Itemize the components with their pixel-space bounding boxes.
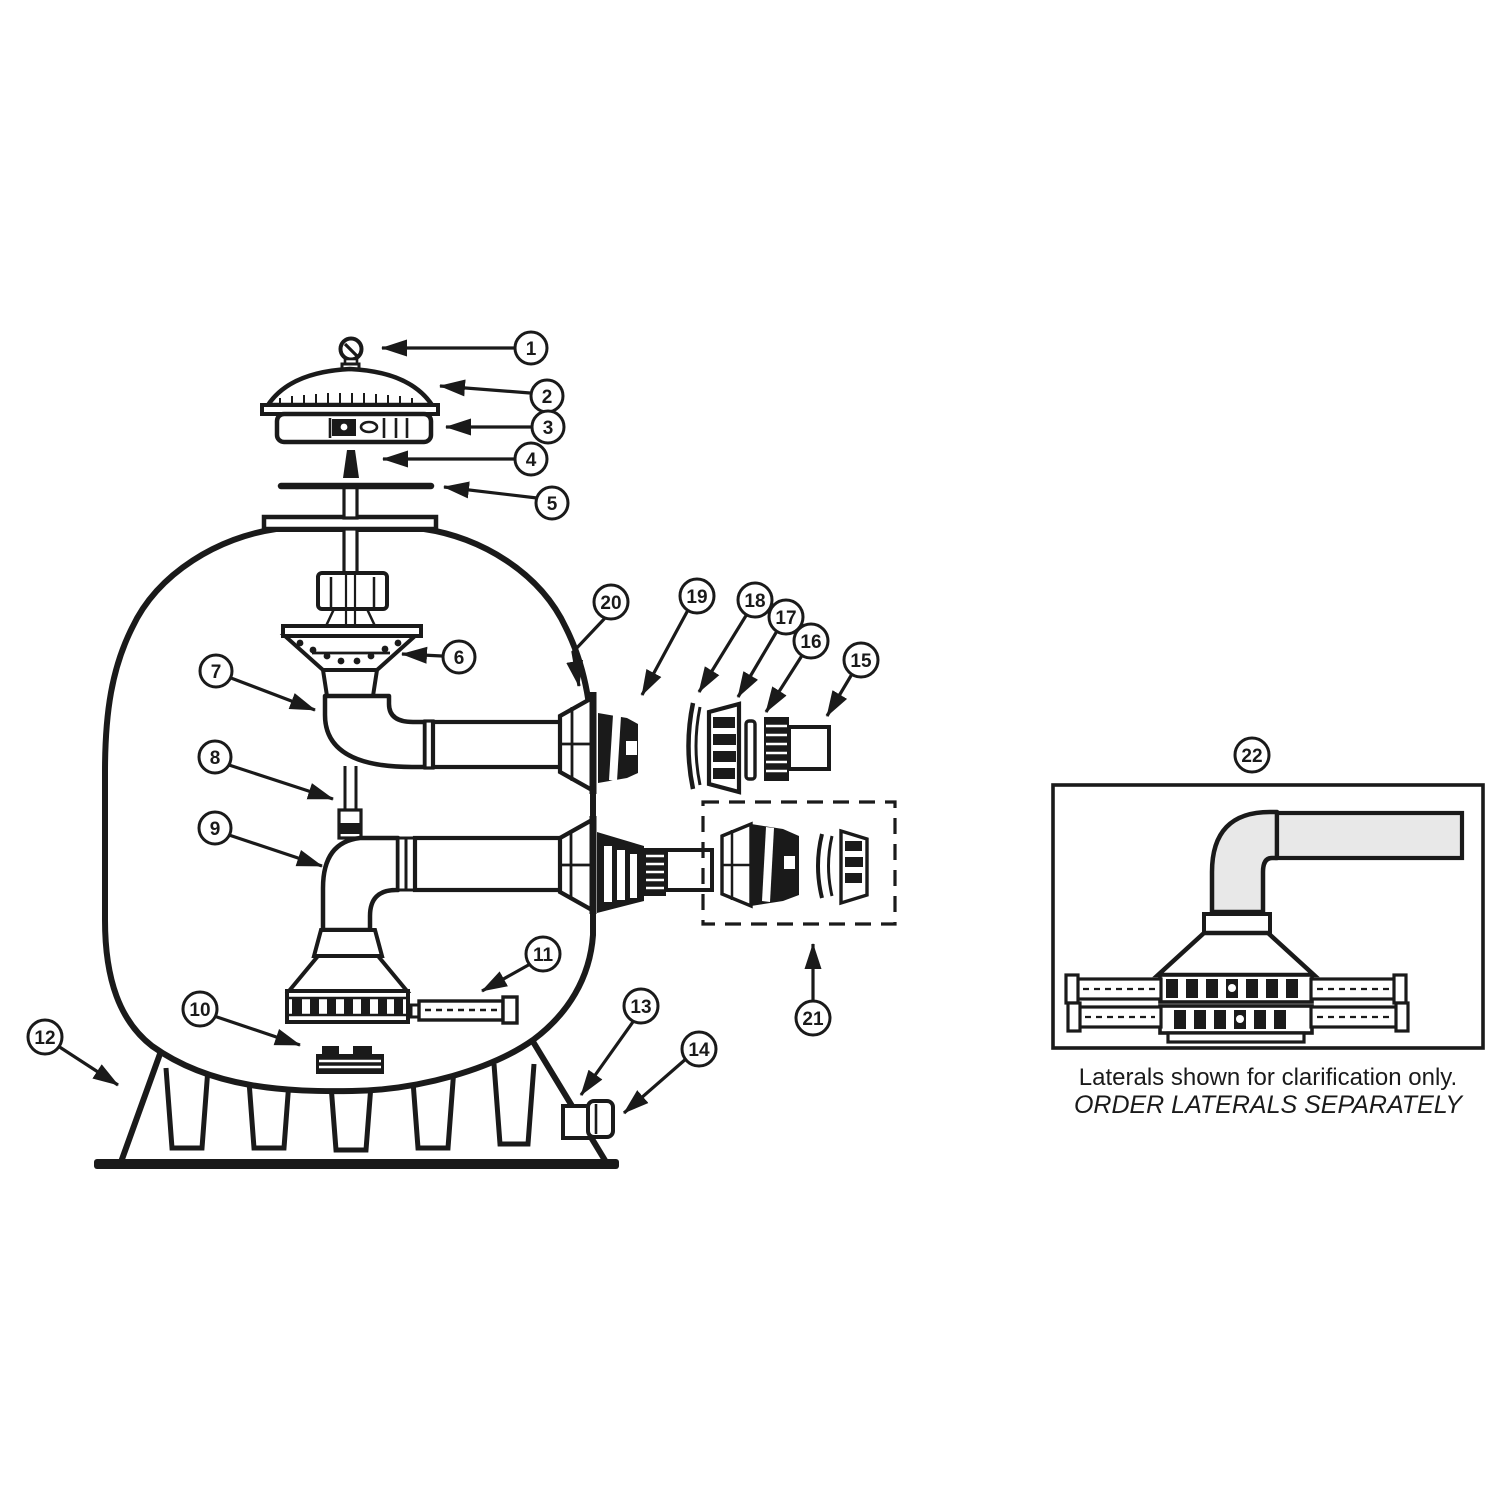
inset-note-line2: ORDER LATERALS SEPARATELY xyxy=(1074,1091,1464,1119)
svg-text:16: 16 xyxy=(800,632,821,653)
base-plate xyxy=(94,1159,619,1169)
arrow-5 xyxy=(443,481,538,500)
hub-adapter xyxy=(316,1046,384,1074)
arrow-12 xyxy=(57,1044,119,1087)
arrow-11 xyxy=(481,961,533,993)
upper-bulkhead xyxy=(557,692,638,794)
arrow-17 xyxy=(736,630,779,698)
coupling-band xyxy=(339,823,361,834)
inset-hub-slots-2 xyxy=(1174,1010,1286,1029)
lateral-inset: Laterals shown for clarification only. O… xyxy=(1051,783,1485,1119)
lateral xyxy=(409,995,519,1025)
union-parts xyxy=(686,701,831,795)
callout-20: 20 xyxy=(592,583,630,621)
svg-text:10: 10 xyxy=(189,1000,210,1021)
callout-17: 17 xyxy=(767,598,805,636)
callout-arrows xyxy=(57,339,854,1115)
svg-text:14: 14 xyxy=(688,1040,710,1061)
inset-laterals xyxy=(1064,973,1410,1033)
svg-text:8: 8 xyxy=(210,748,221,769)
pipe-stub xyxy=(664,848,714,892)
svg-text:2: 2 xyxy=(542,387,553,408)
inset-pipe xyxy=(1274,810,1465,861)
svg-text:13: 13 xyxy=(630,997,651,1018)
svg-text:3: 3 xyxy=(543,418,554,439)
lower-elbow-pipe xyxy=(320,835,565,933)
bulkhead-kit-box xyxy=(701,800,897,926)
svg-text:11: 11 xyxy=(533,945,554,966)
lower-bulkhead xyxy=(557,816,714,914)
diffuser xyxy=(279,571,423,698)
lower-funnel-hub xyxy=(284,928,412,1024)
callout-5: 5 xyxy=(534,485,570,521)
callout-9: 9 xyxy=(197,810,233,846)
arrow-6 xyxy=(401,646,443,664)
inset-hub-slots-1 xyxy=(1166,979,1298,998)
svg-text:9: 9 xyxy=(210,819,221,840)
arrow-7 xyxy=(230,676,316,712)
arrow-18 xyxy=(697,613,749,693)
inset-coupling xyxy=(1202,912,1272,935)
svg-text:15: 15 xyxy=(850,651,872,672)
arrow-15 xyxy=(825,673,854,717)
callouts: 1 2 3 4 5 6 7 8 9 10 11 12 13 14 15 16 1… xyxy=(26,330,1271,1068)
callout-2: 2 xyxy=(529,378,565,414)
tank-lid xyxy=(263,366,437,408)
callout-6: 6 xyxy=(441,639,477,675)
drain-cap xyxy=(586,1099,615,1139)
svg-text:4: 4 xyxy=(526,450,537,471)
callout-18: 18 xyxy=(736,581,774,619)
callout-3: 3 xyxy=(530,409,566,445)
arrow-9 xyxy=(228,833,323,868)
svg-text:7: 7 xyxy=(211,662,222,683)
callout-12: 12 xyxy=(26,1018,64,1056)
callout-13: 13 xyxy=(622,987,660,1025)
inset-note-line1: Laterals shown for clarification only. xyxy=(1079,1064,1457,1091)
arrow-13 xyxy=(579,1018,637,1096)
arrow-8 xyxy=(228,763,334,801)
top-parts xyxy=(260,336,440,490)
svg-text:5: 5 xyxy=(547,494,558,515)
arrow-14 xyxy=(622,1056,689,1115)
arrow-20 xyxy=(566,615,608,687)
inset-elbow xyxy=(1209,809,1280,915)
upper-elbow-pipe xyxy=(322,693,565,770)
callout-22: 22 xyxy=(1233,736,1271,774)
svg-text:19: 19 xyxy=(686,587,707,608)
adapter-stub xyxy=(787,725,831,771)
callout-4: 4 xyxy=(513,441,549,477)
air-relief-plug xyxy=(343,450,359,478)
drain-plug xyxy=(561,1099,615,1140)
callout-14: 14 xyxy=(680,1030,718,1068)
callout-15: 15 xyxy=(842,641,880,679)
diffuser-holes xyxy=(296,639,402,665)
svg-text:6: 6 xyxy=(454,648,465,669)
svg-text:21: 21 xyxy=(802,1009,824,1030)
inset-funnel xyxy=(1152,930,1320,978)
svg-text:18: 18 xyxy=(744,591,765,612)
callout-19: 19 xyxy=(678,577,716,615)
arrow-2 xyxy=(439,379,531,397)
callout-8: 8 xyxy=(197,739,233,775)
base-stand xyxy=(94,1038,619,1169)
arrow-10 xyxy=(213,1014,301,1047)
lid-hatch xyxy=(279,393,413,404)
callout-16: 16 xyxy=(792,622,830,660)
callout-21: 21 xyxy=(794,999,832,1037)
gasket-crescent xyxy=(686,702,696,790)
callout-10: 10 xyxy=(181,990,219,1028)
svg-text:17: 17 xyxy=(775,608,796,629)
svg-text:22: 22 xyxy=(1241,746,1262,767)
arrow-16 xyxy=(764,653,805,713)
o-ring xyxy=(744,719,757,781)
diffuser-collar xyxy=(320,668,380,698)
hub-slots xyxy=(292,999,403,1015)
callout-11: 11 xyxy=(524,935,562,973)
callout-1: 1 xyxy=(513,330,549,366)
callout-7: 7 xyxy=(198,653,234,689)
svg-text:20: 20 xyxy=(600,593,621,614)
svg-text:1: 1 xyxy=(526,339,537,360)
svg-text:12: 12 xyxy=(34,1028,55,1049)
arrow-19 xyxy=(640,609,690,696)
